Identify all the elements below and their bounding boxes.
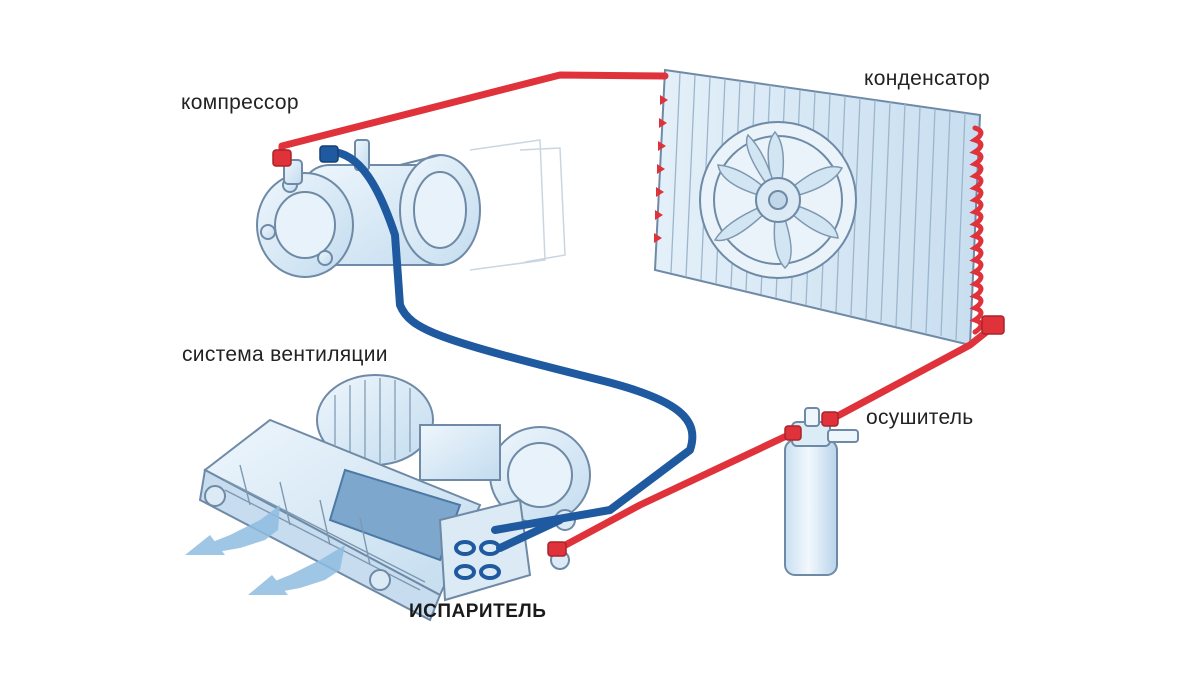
condenser-fan: [699, 121, 857, 279]
condenser: [653, 68, 984, 347]
condenser-label: конденсатор: [864, 67, 990, 90]
dryer-label: осушитель: [866, 406, 974, 429]
ventilation-unit: [198, 374, 591, 622]
evaporator-label: ИСПАРИТЕЛЬ: [409, 601, 547, 622]
ventilation-label: система вентиляции: [182, 343, 388, 366]
airflow-arrows: [185, 505, 345, 595]
compressor-label: компрессор: [181, 91, 299, 114]
engine-outline: [469, 139, 566, 271]
compressor: [256, 139, 481, 278]
low-pressure-line: [324, 147, 697, 552]
